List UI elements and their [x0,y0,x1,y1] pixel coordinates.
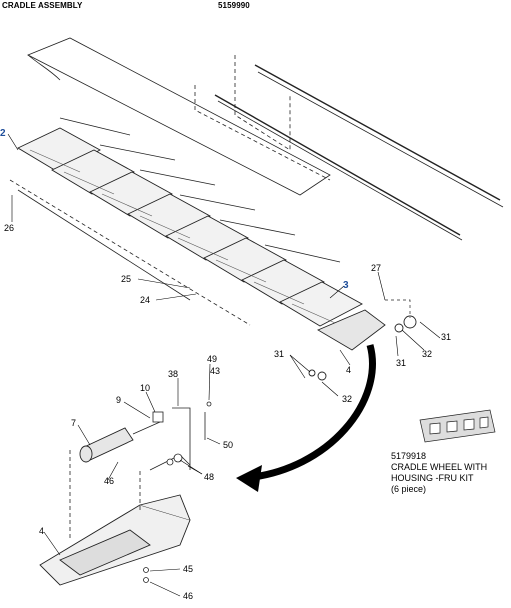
cradle-segment-1 [17,127,101,173]
callout-43: 43 [210,366,220,376]
rail-lower [214,94,461,236]
callout-3: 3 [343,280,349,291]
kit-line-3: (6 piece) [391,484,427,494]
callout-31-mid: 31 [396,358,406,368]
rail-guide-box [234,55,291,151]
callout-31-left: 31 [274,349,284,359]
fru-kit-caption: 5179918 CRADLE WHEEL WITH HOUSING -FRU K… [391,451,487,495]
callout-2: 2 [0,128,6,139]
rail-upper [254,64,501,201]
callout-25: 25 [121,274,131,284]
callout-4-upper: 4 [346,365,351,375]
cradle-segment-5 [165,215,249,261]
kit-line-2: HOUSING -FRU KIT [391,473,474,483]
damper-cylinder [79,427,134,463]
cradle-segment-2 [51,149,135,195]
callout-27: 27 [371,263,381,273]
callout-38: 38 [168,369,178,379]
callout-26: 26 [4,223,14,233]
callout-7: 7 [71,418,76,428]
cover-sheet [27,37,331,196]
cradle-segment-8 [279,281,363,327]
cradle-segment-3 [89,171,173,217]
callout-49: 49 [207,354,217,364]
cradle-segment-7 [241,259,325,305]
callout-4-lower: 4 [39,526,44,536]
callout-31-right: 31 [441,332,451,342]
callout-32-right: 32 [422,349,432,359]
cradle-segment-4 [127,193,211,239]
callout-45: 45 [183,564,193,574]
callout-10: 10 [140,383,150,393]
kit-line-1: CRADLE WHEEL WITH [391,462,488,472]
callout-50: 50 [223,440,233,450]
callout-46-lower: 46 [183,591,193,601]
callout-9: 9 [116,395,121,405]
wheel-housing-upper [308,309,417,381]
callout-24: 24 [140,295,150,305]
cradle-segments [17,127,363,327]
callout-48: 48 [204,472,214,482]
fru-kit-image [419,409,496,443]
callout-46-upper: 46 [104,476,114,486]
kit-part-number: 5179918 [391,451,427,461]
diagram-title: CRADLE ASSEMBLY [2,1,83,10]
wheel-housing-lower [39,494,191,586]
cradle-segment-6 [203,237,287,283]
assembly-arrow [244,344,376,482]
assembly-part-number: 5159990 [218,1,250,10]
callout-32-lower: 32 [342,394,352,404]
